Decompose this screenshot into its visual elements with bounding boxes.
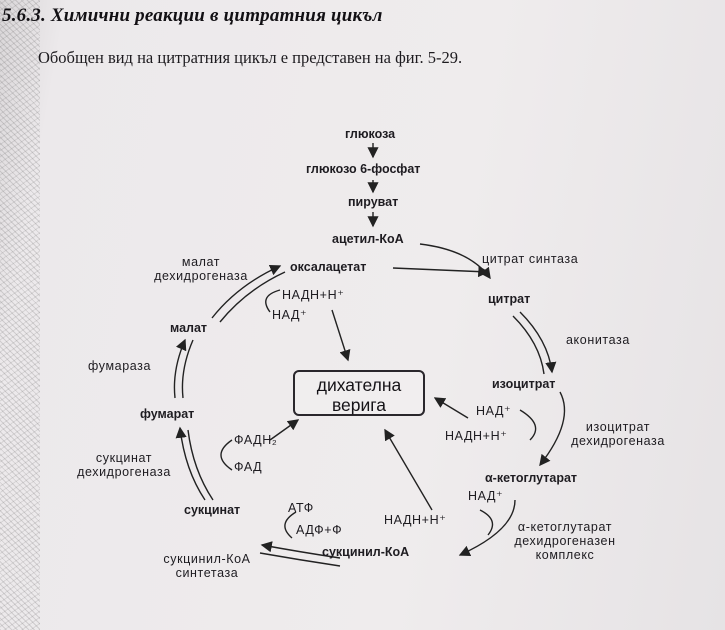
adp-label: АДФ+Ф [296,523,343,537]
arrow-acetyl-citrate [419,243,491,280]
arrow-fum-mal-1 [173,338,187,399]
page-edge-shadow [0,0,40,630]
akg-label: α-кетоглутарат [485,471,578,485]
respiratory-chain-line1: дихателна [316,375,402,395]
respiratory-chain-box: дихателна верига [293,370,425,416]
scs-line1: сукцинил-КоА [163,552,251,566]
succinate-label: сукцинат [184,503,241,517]
nad-iso-label: НАД⁺ [476,404,512,418]
arrow-oaa-citrate [392,265,490,278]
arrow-succ-fum-1 [175,426,206,501]
arrow-mal-oaa-1 [211,264,282,319]
arrow-iso-akg [539,391,566,467]
isocitrate-dh-line1: изоцитрат [585,420,651,434]
nad-akg-label: НАД⁺ [468,489,504,503]
akg-dh-line2: дехидрогеназен [514,533,616,548]
arrow-fadh2-chain [269,419,300,441]
succinyl-coa-label: сукцинил-КоА [322,545,410,559]
akg-dh-line3: комплекс [535,547,595,562]
arrow-nadh-chain-1 [331,309,351,362]
malate-label: малат [170,321,208,335]
akg-dh-label: α-кетоглутарат дехидрогеназен комплекс [500,520,630,562]
fumarate-label: фумарат [140,407,195,421]
g6p-label: глюкозо 6-фосфат [306,162,421,176]
sdh-line2: дехидрогеназа [77,464,171,479]
malate-dh-label: малат дехидрогеназа [126,255,276,284]
citrate-label: цитрат [488,292,531,306]
arrow-nadh-chain-3 [384,428,433,511]
mdh-line2: дехидрогеназа [154,268,248,283]
mdh-line1: малат [181,255,221,269]
acetyl-coa-label: ацетил-КоА [332,232,404,246]
isocitrate-dh-label: изоцитрат дехидрогеназа [568,420,668,449]
aconitase-label: аконитаза [566,333,630,347]
fadh2-label: ФАДН₂ [234,433,278,447]
scs-line2: синтетаза [175,565,239,580]
arrow-succcoa-succinate [260,541,341,559]
arrow-akg-succcoa [458,499,516,557]
respiratory-chain-line2: верига [331,395,387,415]
intro-text: Обобщен вид на цитратния цикъл е предста… [38,48,463,67]
fad-label: ФАД [234,460,263,474]
nad-malate-label: НАД⁺ [272,308,308,322]
sdh-line1: сукцинат [95,451,153,465]
isocitrate-label: изоцитрат [492,377,556,391]
arrow-aconitase-1 [519,311,557,374]
oxaloacetate-label: оксалацетат [290,260,367,274]
nadh-malate-label: НАДН+Н⁺ [282,288,345,302]
atp-label: АТФ [288,501,314,515]
pyruvate-label: пируват [348,195,399,209]
section-title: 5.6.3. Химични реакции в цитратния цикъл [2,5,383,26]
arrow-nadh-chain-2 [433,397,469,419]
fumarase-label: фумараза [88,359,152,373]
isocitrate-dh-line2: дехидрогеназа [571,433,665,448]
akg-dh-line1: α-кетоглутарат [517,520,613,534]
succinyl-coa-synthetase-label: сукцинил-КоА синтетаза [152,552,262,581]
nadh-akg-label: НАДН+Н⁺ [384,513,447,527]
citrate-synthase-label: цитрат синтаза [482,252,579,266]
nadh-iso-label: НАДН+Н⁺ [445,429,508,443]
succinate-dh-label: сукцинат дехидрогеназа [60,451,188,480]
glucose-label: глюкоза [345,127,396,141]
